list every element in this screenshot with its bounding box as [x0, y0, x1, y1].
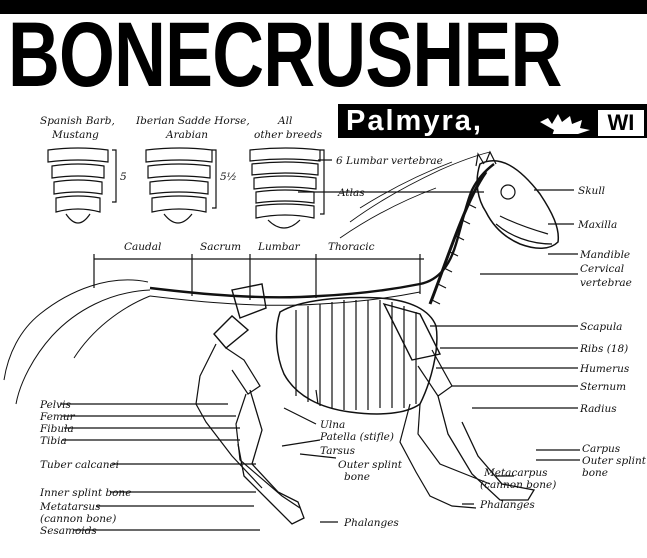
- label-tarsus: Tarsus: [320, 445, 356, 457]
- label-metatarsus: Metatarsus: [39, 501, 101, 513]
- breed-sub-2: Arabian: [165, 129, 208, 141]
- label-cervical-2: vertebrae: [580, 277, 632, 289]
- label-fibula: Fibula: [39, 423, 74, 435]
- label-cannon-hind: (cannon bone): [40, 513, 116, 525]
- label-pelvis: Pelvis: [39, 399, 71, 411]
- breed-label-3: All: [277, 115, 292, 127]
- banner-state: WI: [598, 110, 644, 136]
- lumbar-sketch-1: [48, 148, 116, 223]
- region-lumbar: Lumbar: [257, 241, 301, 253]
- label-sternum: Sternum: [580, 381, 626, 393]
- lumbar-sketch-3: [250, 148, 324, 228]
- label-atlas: Atlas: [337, 187, 365, 199]
- label-phalanges-hind: Phalanges: [343, 517, 399, 529]
- label-outer-splint-right: Outer splint: [582, 455, 647, 467]
- label-carpus: Carpus: [582, 443, 621, 455]
- label-outer-splint-hind-2: bone: [344, 471, 370, 483]
- label-humerus: Humerus: [579, 363, 630, 375]
- count-label-2: 5½: [220, 171, 237, 183]
- label-mandible: Mandible: [579, 249, 630, 261]
- label-phalanges-front: Phalanges: [479, 499, 535, 511]
- breed-label-2: Iberian Sadde Horse,: [135, 115, 250, 127]
- label-inner-splint: Inner splint bone: [39, 487, 131, 499]
- label-tibia: Tibia: [40, 435, 67, 447]
- label-scapula: Scapula: [580, 321, 622, 333]
- breed-sub-1: Mustang: [51, 129, 99, 141]
- label-sesamoids: Sesamoids: [40, 525, 97, 537]
- label-patella: Patella (stifle): [319, 431, 394, 443]
- label-skull: Skull: [578, 185, 605, 197]
- splatter-graphic: [538, 108, 594, 134]
- skeleton-diagram: Spanish Barb, Mustang 5 Iberian Sadde Ho…: [0, 104, 647, 554]
- region-thoracic: Thoracic: [328, 241, 375, 253]
- label-metacarpus: Metacarpus: [483, 467, 548, 479]
- page-title: BONECRUSHER: [8, 12, 507, 98]
- label-cannon-front: (cannon bone): [480, 479, 556, 491]
- label-ribs: Ribs (18): [579, 343, 628, 355]
- label-radius: Radius: [579, 403, 617, 415]
- label-tuber-calcanei: Tuber calcanei: [40, 459, 119, 471]
- label-ulna: Ulna: [320, 419, 345, 431]
- count-label-3: 6 Lumbar vertebrae: [336, 155, 443, 167]
- breed-sub-3: other breeds: [254, 129, 323, 141]
- label-maxilla: Maxilla: [577, 219, 617, 231]
- label-outer-splint-right-2: bone: [582, 467, 608, 479]
- label-outer-splint-hind: Outer splint: [338, 459, 403, 471]
- label-cervical: Cervical: [580, 263, 624, 275]
- region-caudal: Caudal: [124, 241, 161, 253]
- lumbar-sketch-2: [146, 148, 216, 223]
- banner-city: Palmyra,: [346, 105, 483, 137]
- breed-label-1: Spanish Barb,: [40, 115, 115, 127]
- label-femur: Femur: [39, 411, 76, 423]
- region-sacrum: Sacrum: [200, 241, 241, 253]
- location-banner: Palmyra, WI: [338, 104, 647, 138]
- count-label-1: 5: [120, 171, 127, 183]
